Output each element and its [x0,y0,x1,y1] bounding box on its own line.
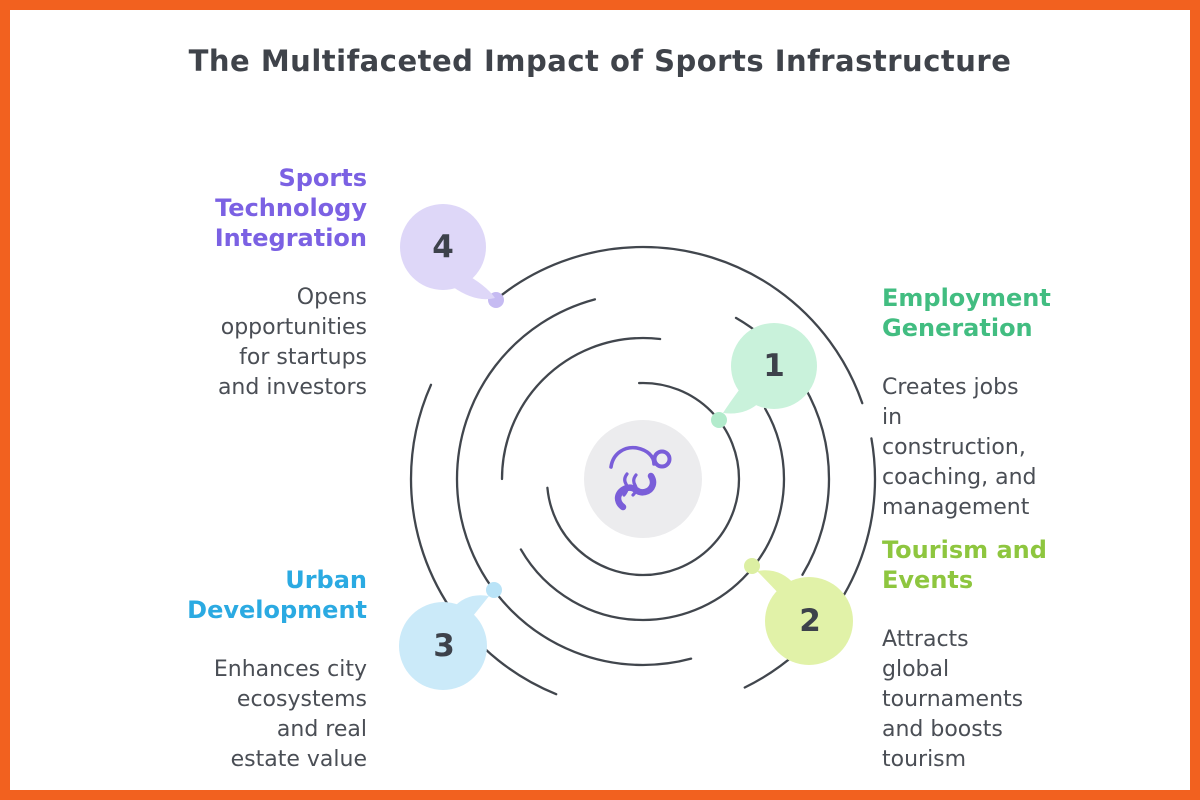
step-1-text-block: Employment Generation Creates jobs in co… [882,264,1112,542]
bubble-1 [723,323,817,414]
step-1-description: Creates jobs in construction, coaching, … [882,375,1037,520]
step-1-heading: Employment Generation [882,284,1051,342]
step-4-heading: Sports Technology Integration [214,164,367,252]
step-3-text-block: Urban Development Enhances city ecosyste… [105,546,367,794]
spiral-ring-inner [545,381,741,577]
bubble-2 [757,570,853,665]
bubble-4 [400,204,495,300]
step-dot-2 [744,558,760,574]
step-number-3: 3 [433,628,455,664]
bubble-3 [399,595,489,690]
step-2-description: Attracts global tournaments and boosts t… [882,627,1024,772]
spiral-ring-2 [500,336,786,622]
person-activity-icon [609,445,672,511]
step-number-4: 4 [432,229,454,265]
step-4-description: Opens opportunities for startups and inv… [217,285,367,400]
step-2-heading: Tourism and Events [882,536,1047,594]
step-number-1: 1 [763,348,785,384]
spiral-rings [409,245,877,713]
step-3-description: Enhances city ecosystems and real estate… [213,657,367,772]
page-title: The Multifaceted Impact of Sports Infras… [188,44,1012,78]
step-number-2: 2 [799,603,821,639]
step-dot-1 [711,412,727,428]
step-3-heading: Urban Development [187,566,367,624]
step-2-text-block: Tourism and Events Attracts global tourn… [882,516,1112,794]
step-4-text-block: Sports Technology Integration Opens oppo… [105,144,367,422]
step-dot-3 [486,582,502,598]
spiral-ring-outer [409,245,877,713]
center-circle [584,420,702,538]
spiral-ring-3 [455,291,831,667]
